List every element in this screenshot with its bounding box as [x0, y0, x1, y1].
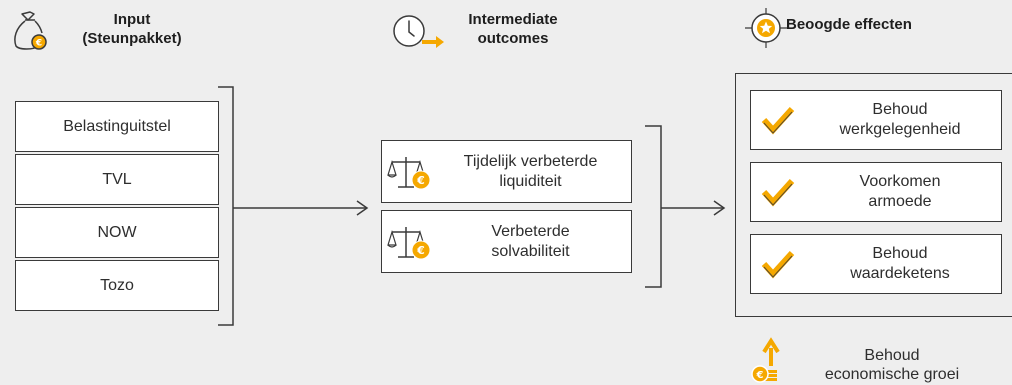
header-effects-line-1: Beoogde effecten: [786, 16, 912, 33]
outcome-box-solvabiliteit: € Verbeterde solvabiliteit: [381, 210, 632, 273]
bottom-effect-label: Behoud economische groei: [780, 346, 1004, 384]
target-star-icon: [745, 8, 787, 48]
header-intermediate-line-1: Intermediate: [468, 11, 558, 28]
outcome-box-liquiditeit: € Tijdelijk verbeterde liquiditeit: [381, 140, 632, 203]
header-intermediate: Intermediate outcomes: [448, 10, 578, 48]
input-box-now: NOW: [15, 207, 219, 258]
scale-euro-icon: €: [387, 157, 431, 190]
effect-label-line-2: werkgelegenheid: [839, 121, 961, 138]
bottom-effect-line-1: Behoud: [864, 347, 920, 364]
arrowhead-1: [356, 200, 369, 216]
header-effects: Beoogde effecten: [786, 15, 986, 34]
scale-euro-icon: €: [387, 227, 431, 260]
effect-label: Behoud waardeketens: [850, 244, 950, 284]
input-bracket: [218, 86, 234, 326]
checkmark-icon: [761, 106, 795, 135]
header-input: Input (Steunpakket): [52, 10, 212, 48]
input-label: Belastinguitstel: [63, 117, 171, 135]
effect-label-line-1: Behoud: [872, 245, 928, 262]
outcome-label-line-1: Verbeterde: [491, 222, 570, 240]
input-box-tozo: Tozo: [15, 260, 219, 311]
svg-text:€: €: [756, 370, 764, 381]
checkmark-icon: [761, 250, 795, 279]
svg-text:€: €: [416, 244, 425, 257]
outcome-label-line-1: Tijdelijk verbeterde: [463, 152, 598, 170]
outcome-label: Tijdelijk verbeterde liquiditeit: [464, 152, 598, 192]
clock-arrow-icon: [393, 15, 444, 48]
outcomes-bracket: [645, 125, 662, 288]
header-input-line-1: Input: [113, 11, 151, 28]
input-box-tvl: TVL: [15, 154, 219, 205]
input-label: NOW: [97, 223, 137, 241]
effect-box-armoede: Voorkomen armoede: [750, 162, 1002, 222]
effect-label-line-2: waardeketens: [850, 265, 950, 282]
effect-box-waardeketens: Behoud waardeketens: [750, 234, 1002, 294]
effect-label-line-2: armoede: [868, 193, 932, 210]
header-intermediate-line-2: outcomes: [477, 30, 549, 47]
input-label: TVL: [102, 170, 132, 188]
outcome-label: Verbeterde solvabiliteit: [491, 222, 569, 262]
checkmark-icon: [761, 178, 795, 207]
input-label: Tozo: [100, 276, 134, 294]
effect-box-werkgelegenheid: Behoud werkgelegenheid: [750, 90, 1002, 150]
svg-text:€: €: [416, 174, 425, 187]
effect-label: Behoud werkgelegenheid: [840, 100, 961, 140]
effects-frame: [735, 73, 1012, 317]
svg-text:€: €: [35, 39, 42, 49]
arrowhead-2: [713, 200, 726, 216]
input-box-belastinguitstel: Belastinguitstel: [15, 101, 219, 152]
outcome-label-line-2: liquiditeit: [499, 172, 562, 190]
outcome-label-line-2: solvabiliteit: [491, 242, 570, 260]
effect-label-line-1: Voorkomen: [859, 173, 941, 190]
effect-label-line-1: Behoud: [872, 101, 928, 118]
header-input-line-2: (Steunpakket): [82, 30, 182, 47]
effect-label: Voorkomen armoede: [860, 172, 941, 212]
money-bag-icon: €: [14, 11, 47, 50]
coins-arrow-up-icon: €: [751, 337, 780, 383]
bottom-effect-line-2: economische groei: [824, 366, 960, 383]
